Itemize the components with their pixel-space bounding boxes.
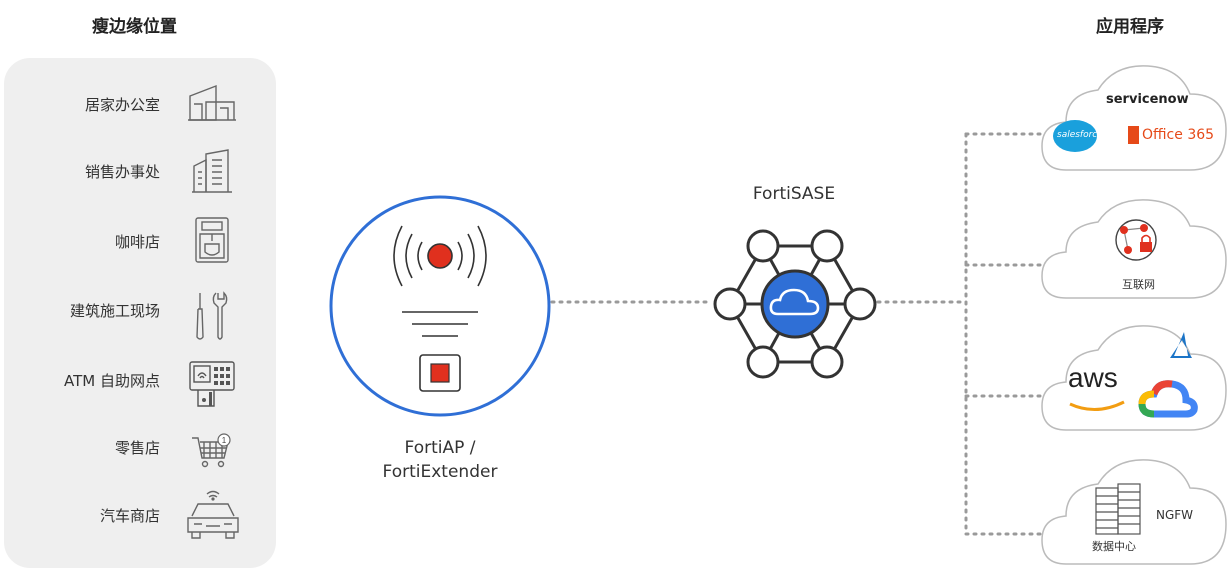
fortisase-hub [713, 229, 877, 379]
fortisase-label: FortiSASE [752, 184, 836, 204]
internet-cloud [1041, 199, 1227, 299]
apps-heading: 应用程序 [1096, 17, 1164, 37]
edge-label-construction: 建筑施工现场 [69, 302, 160, 320]
svg-text:1: 1 [222, 436, 227, 445]
servicenow-logo: servicenow [1106, 92, 1189, 107]
ngfw-label: NGFW [1156, 508, 1194, 522]
datacenter-cloud [1041, 459, 1227, 565]
internet-label: 互联网 [1122, 278, 1155, 291]
salesforce-logo: salesforce [1057, 130, 1103, 140]
office365-logo: Office 365 [1142, 127, 1215, 143]
atm-icon [189, 361, 235, 407]
fortiap-device [329, 195, 551, 417]
fortiap-label-line2: FortiExtender [382, 462, 498, 482]
connected-car-icon [187, 490, 239, 539]
tools-icon [196, 291, 228, 340]
aws-logo: aws [1068, 362, 1118, 393]
coffee-machine-icon [195, 217, 229, 263]
saas-cloud [1041, 65, 1227, 171]
edge-label-home-office: 居家办公室 [84, 96, 160, 114]
edge-label-sales-office: 销售办事处 [84, 163, 160, 181]
home-office-icon [188, 84, 236, 121]
iaas-cloud [1041, 325, 1227, 431]
datacenter-label: 数据中心 [1092, 540, 1136, 553]
shopping-cart-icon: 1 [192, 433, 231, 468]
office-building-icon [192, 149, 232, 193]
edge-heading: 瘦边缘位置 [92, 17, 177, 37]
edge-label-retail: 零售店 [114, 439, 160, 457]
edge-label-car-dealer: 汽车商店 [99, 507, 160, 525]
edge-label-atm: ATM 自助网点 [64, 372, 160, 390]
edge-label-coffee-shop: 咖啡店 [114, 233, 160, 251]
fortiap-label-line1: FortiAP / [404, 438, 476, 458]
edge-locations-panel [4, 58, 276, 568]
